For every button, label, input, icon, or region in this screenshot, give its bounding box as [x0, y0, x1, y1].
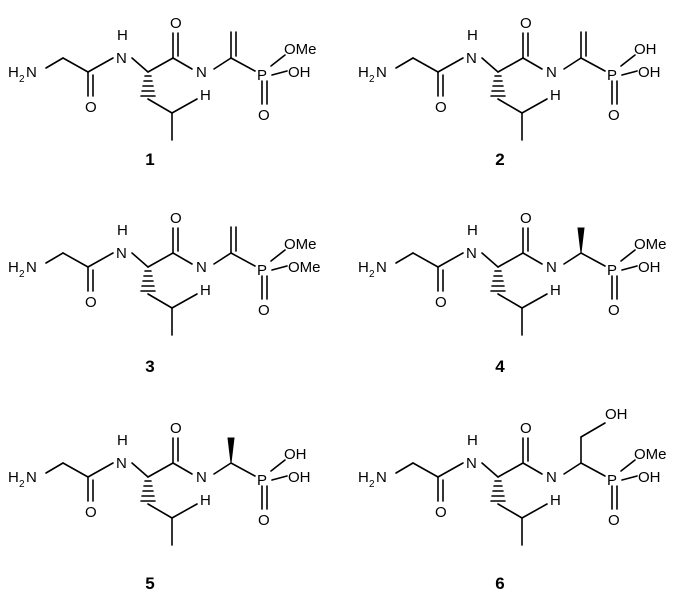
phosphorus: P: [607, 262, 617, 279]
compound-number: 6: [495, 574, 504, 593]
n-terminal-h: H: [358, 259, 369, 276]
n-terminal-n: N: [376, 469, 387, 486]
nh1-h: H: [117, 432, 128, 449]
leu-carbonyl-o: O: [170, 420, 182, 437]
gly-carbonyl-o: O: [85, 294, 97, 311]
nh2-h: H: [550, 282, 561, 299]
n-terminal-h: H: [8, 469, 19, 486]
p-substituent-1: OMe: [284, 41, 317, 58]
phosphorus: P: [607, 472, 617, 489]
nh1-n: N: [116, 455, 127, 472]
compound-number: 2: [495, 150, 504, 169]
nh1-h: H: [467, 222, 478, 239]
n-terminal-subscript: 2: [369, 269, 375, 280]
nh1-n: N: [116, 245, 127, 262]
gly-carbonyl-o: O: [435, 99, 447, 116]
n-terminal-n: N: [376, 64, 387, 81]
phosphoryl-o: O: [608, 107, 620, 124]
n-terminal-h: H: [358, 64, 369, 81]
p-substituent-1: OMe: [634, 446, 667, 463]
nh1-h: H: [117, 27, 128, 44]
compound-6: H 2 N H N O O N H P O OMe OH OH 6: [358, 406, 667, 593]
n-terminal-h: H: [8, 64, 19, 81]
leu-carbonyl-o: O: [170, 15, 182, 32]
nh2-h: H: [550, 492, 561, 509]
compound-2: H 2 N H N O O N H P O OH OH 2: [358, 15, 661, 169]
n-terminal-subscript: 2: [369, 479, 375, 490]
p-substituent-1: OH: [634, 41, 657, 58]
leu-carbonyl-o: O: [520, 15, 532, 32]
phosphoryl-o: O: [258, 107, 270, 124]
nh1-h: H: [467, 27, 478, 44]
compound-number: 4: [495, 357, 505, 376]
nh2-h: H: [550, 87, 561, 104]
n-terminal-subscript: 2: [369, 74, 375, 85]
leu-carbonyl-o: O: [520, 420, 532, 437]
n-terminal-subscript: 2: [19, 479, 25, 490]
gly-carbonyl-o: O: [435, 294, 447, 311]
p-substituent-2: OH: [638, 259, 661, 276]
compound-3: H 2 N H N O O N H P O OMe OMe 3: [8, 210, 321, 376]
p-substituent-2: OH: [638, 64, 661, 81]
gly-carbonyl-o: O: [85, 99, 97, 116]
phosphorus: P: [607, 67, 617, 84]
p-substituent-2: OMe: [288, 259, 321, 276]
nh1-h: H: [117, 222, 128, 239]
phosphorus: P: [257, 472, 267, 489]
nh2-h: H: [200, 282, 211, 299]
compound-5: H 2 N H N O O N H P O OH OH 5: [8, 420, 311, 593]
nh1-n: N: [466, 245, 477, 262]
compound-4: H 2 N H N O O N H P O OMe OH 4: [358, 210, 667, 376]
gly-carbonyl-o: O: [85, 504, 97, 521]
n-terminal-h: H: [8, 259, 19, 276]
n-terminal-subscript: 2: [19, 74, 25, 85]
nh2-h: H: [200, 87, 211, 104]
phosphoryl-o: O: [608, 302, 620, 319]
leu-carbonyl-o: O: [520, 210, 532, 227]
p-substituent-2: OH: [638, 469, 661, 486]
compound-1: H 2 N H N O O N H P O OMe OH 1: [8, 15, 317, 169]
n-terminal-n: N: [26, 469, 37, 486]
n-terminal-n: N: [26, 64, 37, 81]
compound-number: 3: [145, 357, 154, 376]
nh2-n: N: [546, 469, 557, 486]
leu-carbonyl-o: O: [170, 210, 182, 227]
nh2-n: N: [196, 469, 207, 486]
phosphoryl-o: O: [258, 302, 270, 319]
p-substituent-1: OH: [284, 446, 307, 463]
n-terminal-n: N: [376, 259, 387, 276]
nh2-n: N: [196, 64, 207, 81]
nh1-n: N: [466, 50, 477, 67]
p-substituent-1: OMe: [284, 236, 317, 253]
p-substituent-2: OH: [288, 64, 311, 81]
n-terminal-subscript: 2: [19, 269, 25, 280]
hydroxymethyl-oh: OH: [605, 406, 628, 423]
phosphoryl-o: O: [258, 512, 270, 529]
phosphorus: P: [257, 67, 267, 84]
nh2-n: N: [196, 259, 207, 276]
p-substituent-2: OH: [288, 469, 311, 486]
n-terminal-n: N: [26, 259, 37, 276]
nh1-n: N: [466, 455, 477, 472]
phosphorus: P: [257, 262, 267, 279]
gly-carbonyl-o: O: [435, 504, 447, 521]
phosphoryl-o: O: [608, 512, 620, 529]
n-terminal-h: H: [358, 469, 369, 486]
nh1-n: N: [116, 50, 127, 67]
compound-number: 1: [145, 150, 154, 169]
nh2-n: N: [546, 259, 557, 276]
compound-number: 5: [145, 574, 154, 593]
nh2-h: H: [200, 492, 211, 509]
nh2-n: N: [546, 64, 557, 81]
p-substituent-1: OMe: [634, 236, 667, 253]
nh1-h: H: [467, 432, 478, 449]
